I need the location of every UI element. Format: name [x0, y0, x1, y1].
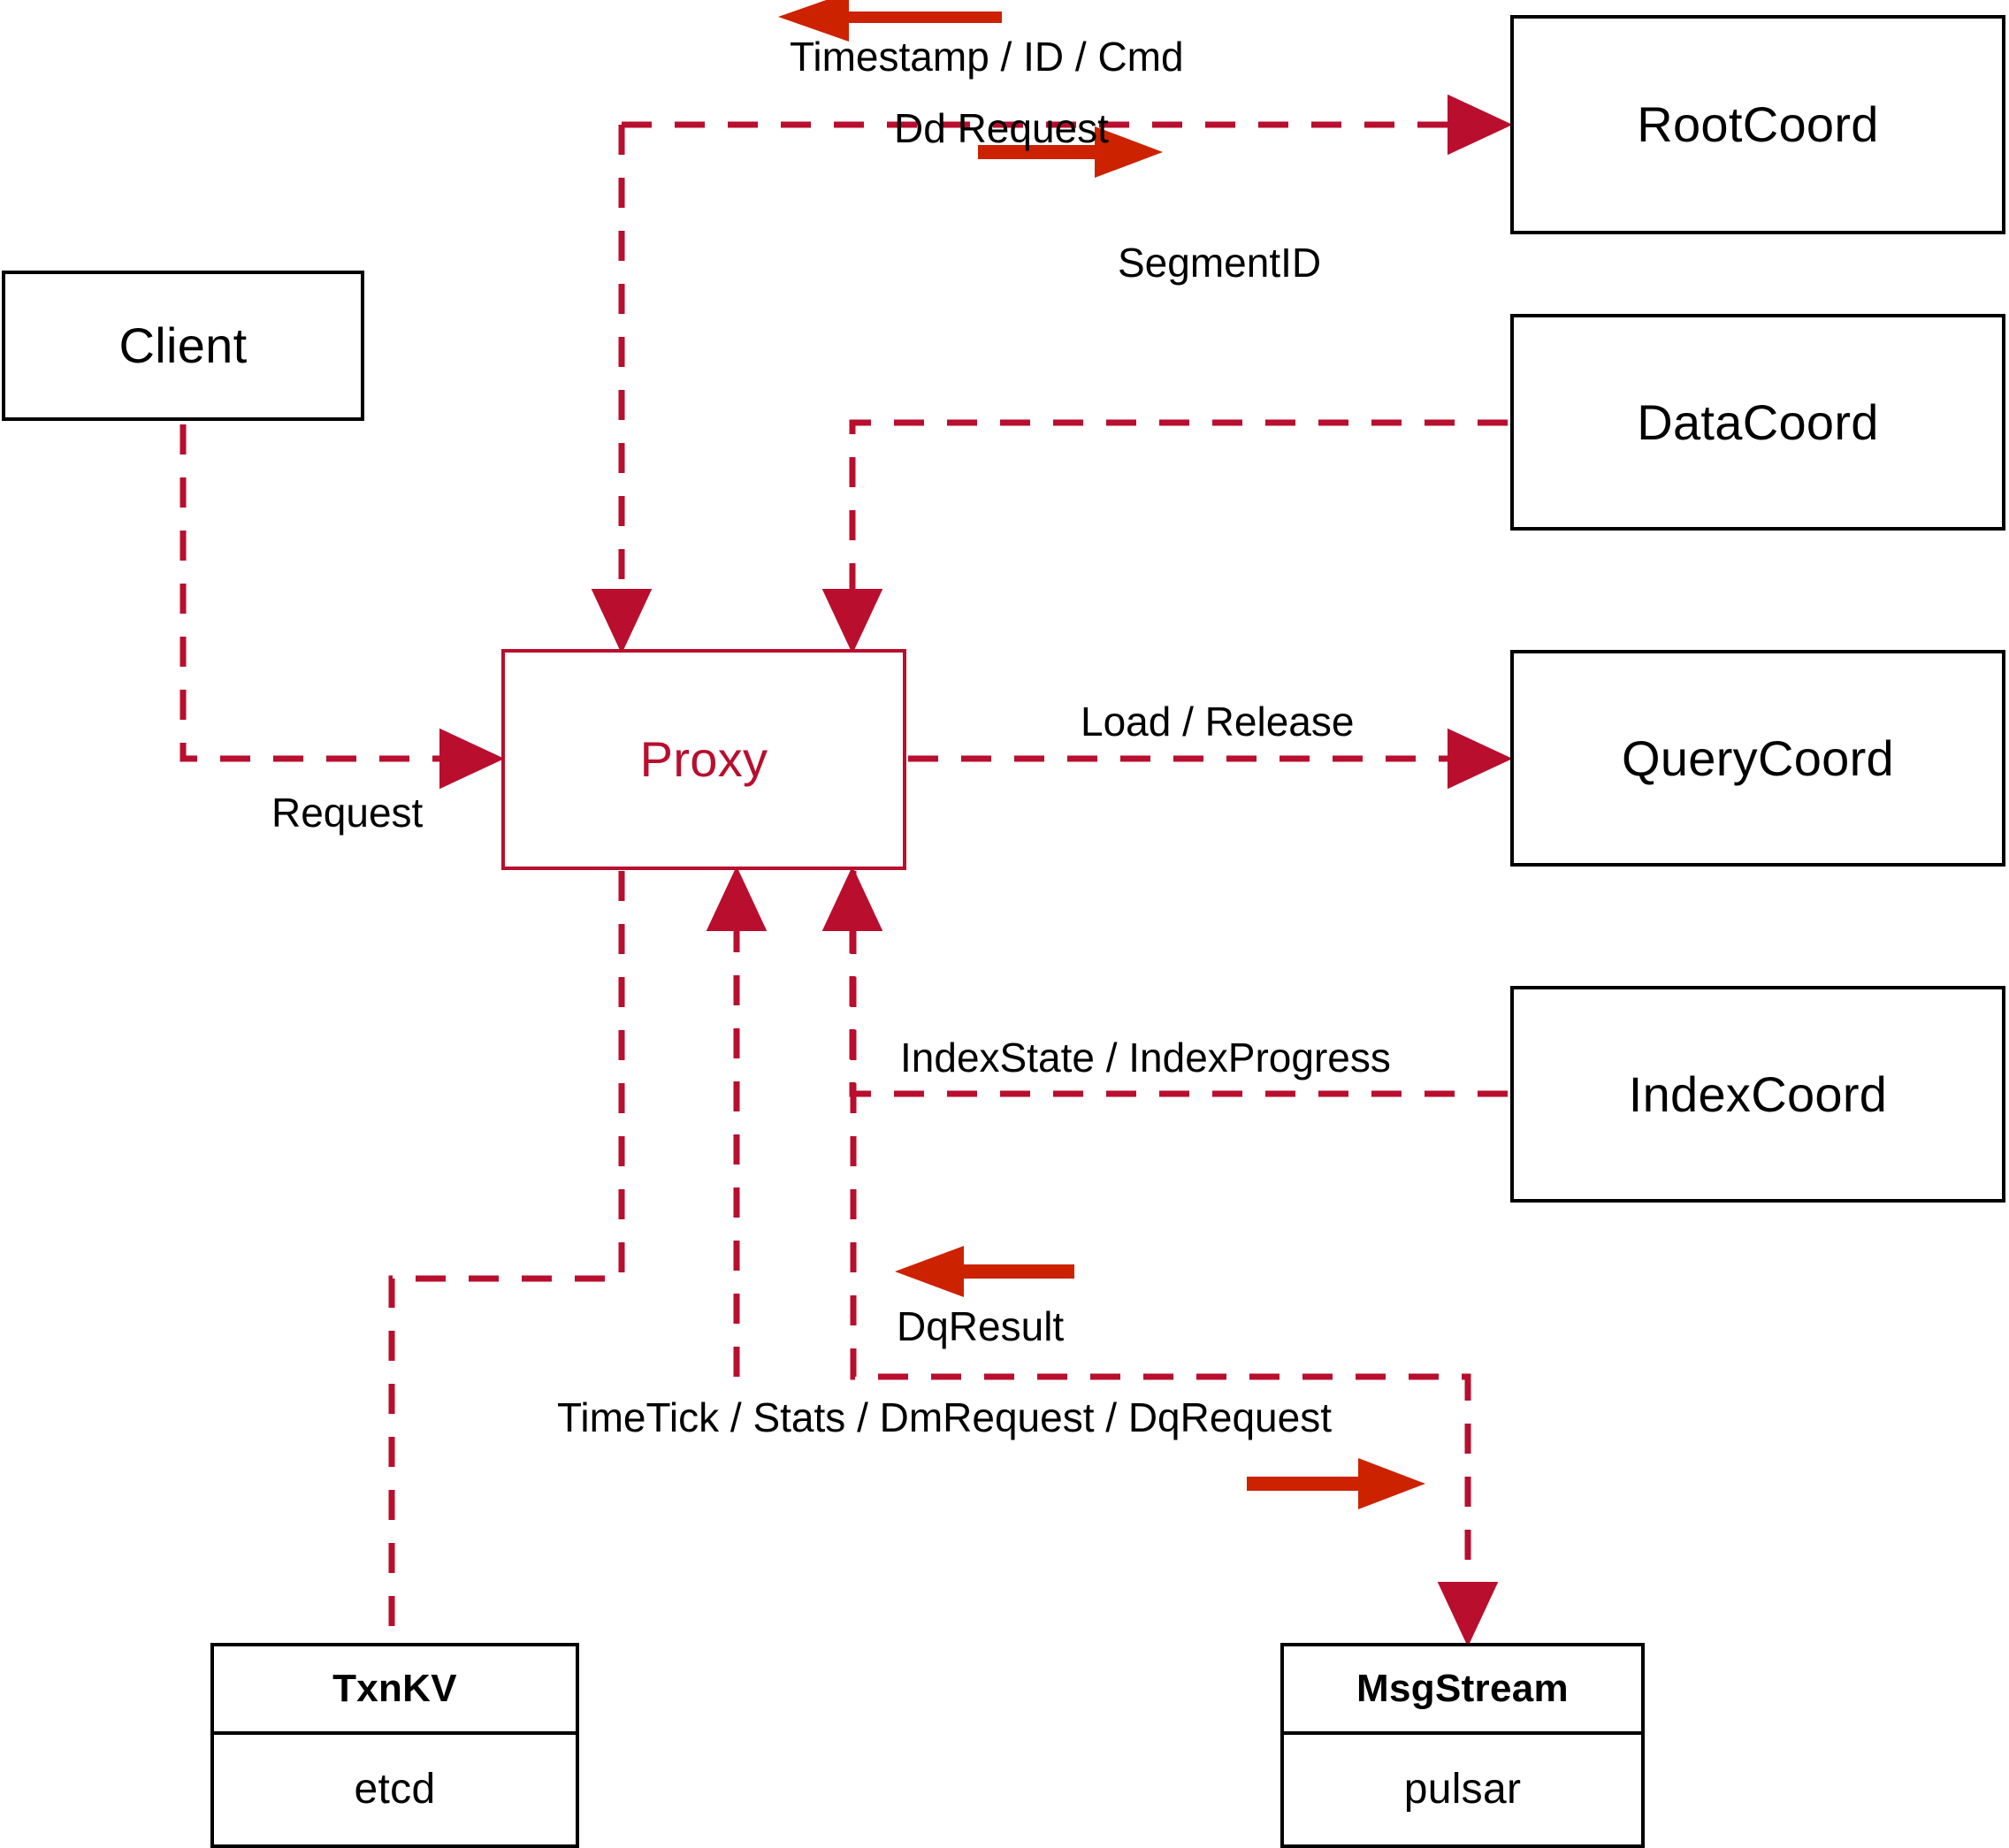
node-client-label: Client — [118, 317, 248, 374]
node-querycoord[interactable]: QueryCoord — [1510, 650, 2005, 867]
edge-proxy-to-msgstream-timetick — [850, 871, 1499, 1647]
edge-label-dq-result: DqResult — [897, 1303, 1065, 1349]
node-indexcoord[interactable]: IndexCoord — [1510, 986, 2005, 1203]
node-querycoord-label: QueryCoord — [1621, 729, 1895, 786]
node-proxy-label: Proxy — [639, 731, 768, 788]
direction-arrow-right-timetick — [1247, 1458, 1425, 1509]
edge-label-request: Request — [271, 790, 424, 836]
edge-label-index-state-progress: IndexState / IndexProgress — [900, 1035, 1391, 1081]
edge-label-segment-id: SegmentID — [1118, 240, 1322, 286]
node-msgstream-header: MsgStream — [1284, 1646, 1641, 1735]
edge-label-timestamp-id-cmd: Timestamp / ID / Cmd — [790, 34, 1184, 80]
direction-arrow-right-ddrequest — [978, 126, 1163, 178]
node-msgstream-body: pulsar — [1284, 1735, 1641, 1844]
edge-label-timetick-stats: TimeTick / Stats / DmRequest / DqRequest — [557, 1394, 1332, 1440]
node-client[interactable]: Client — [2, 271, 364, 421]
node-rootcoord-label: RootCoord — [1637, 96, 1879, 153]
node-datacoord[interactable]: DataCoord — [1510, 314, 2005, 531]
node-msgstream-title: MsgStream — [1356, 1666, 1569, 1710]
edge-client-to-proxy — [180, 424, 505, 790]
node-msgstream[interactable]: MsgStream pulsar — [1280, 1643, 1645, 1848]
node-datacoord-label: DataCoord — [1637, 393, 1879, 450]
direction-arrow-left-timestamp — [778, 0, 1002, 42]
node-txnkv-header: TxnKV — [214, 1646, 576, 1735]
node-txnkv-title: TxnKV — [332, 1666, 457, 1710]
node-rootcoord[interactable]: RootCoord — [1510, 15, 2005, 234]
node-txnkv-impl: etcd — [354, 1765, 436, 1813]
edge-datacoord-to-proxy — [821, 419, 1508, 654]
node-msgstream-impl: pulsar — [1403, 1765, 1522, 1813]
node-indexcoord-label: IndexCoord — [1628, 1065, 1888, 1122]
direction-arrow-left-dqresult — [895, 1246, 1074, 1297]
node-txnkv-body: etcd — [214, 1735, 576, 1844]
edge-label-load-release: Load / Release — [1081, 699, 1355, 745]
edge-proxy-to-txnkv — [388, 871, 625, 1641]
edge-label-dd-request: Dd Request — [894, 105, 1109, 151]
node-proxy[interactable]: Proxy — [501, 649, 906, 870]
node-txnkv[interactable]: TxnKV etcd — [210, 1643, 579, 1848]
